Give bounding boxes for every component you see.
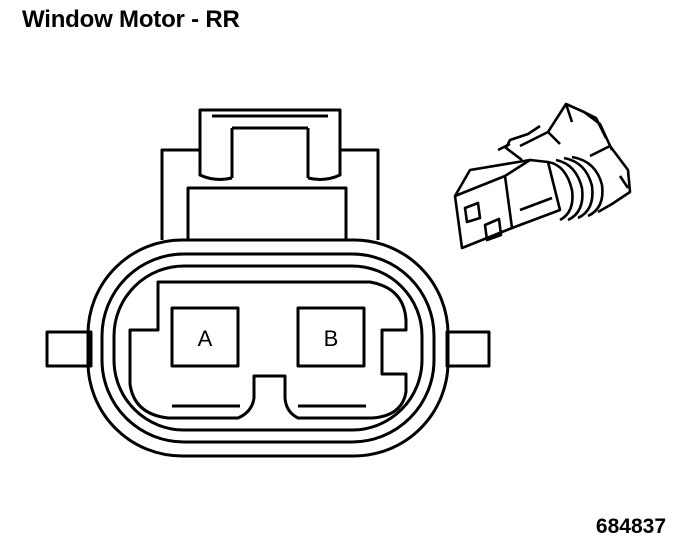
connector-isometric-view	[453, 102, 632, 250]
terminal-cavity	[128, 280, 408, 420]
terminal-a-label: A	[198, 326, 213, 351]
diagram-title: Window Motor - RR	[22, 6, 240, 33]
terminal-a-box	[170, 306, 240, 368]
terminal-b-label: B	[324, 326, 339, 351]
housing-middle-ring	[100, 252, 436, 444]
connector-face-view	[45, 108, 491, 458]
left-mount-tab	[45, 330, 93, 368]
housing-inner-ring	[112, 264, 424, 432]
housing-outer-ring	[86, 238, 450, 458]
latch-housing	[160, 108, 380, 240]
right-mount-tab	[445, 330, 491, 368]
figure-number: 684837	[595, 515, 666, 538]
terminal-b-box	[296, 306, 366, 368]
